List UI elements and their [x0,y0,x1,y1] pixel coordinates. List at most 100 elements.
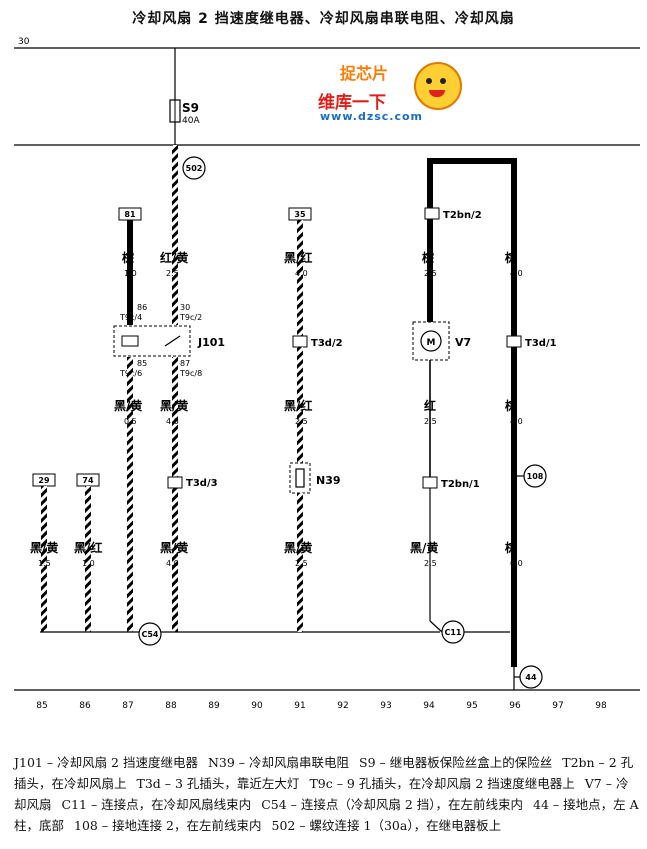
connector-t3d1: T3d/1 [525,338,557,349]
wire-col94-top-color: 棕 [421,250,434,265]
legend-entry: T3d – 3 孔插头，靠近左大灯 [136,776,300,791]
connector-t2bn1-icon [422,476,438,489]
wire-col96-mid-size: 4.0 [510,417,523,426]
scale-label: 87 [122,701,133,711]
wire-col87-color: 棕 [121,250,134,265]
scale-label: 92 [337,701,348,711]
wire-col88-color: 红/黄 [160,250,188,265]
wire-col91-mid-color: 黑/红 [284,398,312,413]
legend-entry: N39 – 冷却风扇串联电阻 [207,755,350,770]
legend-entry: S9 – 继电器板保险丝盒上的保险丝 [359,755,553,770]
pin-t9c8: T9c/8 [179,369,202,378]
relay-coil-icon [121,335,139,347]
connector-t3d2: T3d/2 [311,338,343,349]
watermark: 捉芯片 维库一下 www.dzsc.com [318,60,468,123]
relay-switch-icon [164,335,181,347]
scale-label: 89 [208,701,220,711]
scale-label: 93 [380,701,391,711]
resistor-n39-label: N39 [316,474,341,487]
wire-col96-top-color: 棕 [504,250,517,265]
legend-entry: T9c – 9 孔插头，在冷却风扇 2 挡速度继电器上 [309,776,575,791]
watermark-logo: 捉芯片 [340,64,389,83]
wire-col88-low-color: 黑/黄 [160,540,188,555]
wire-col94-top [427,219,433,322]
wire-col94-feed [427,158,433,208]
connector-t2bn2: T2bn/2 [443,210,482,221]
wire-29-size: 1.5 [38,559,51,568]
pin-t9c2: T9c/2 [179,313,202,322]
wire-col88-bottom [172,357,178,632]
box-35-label: 35 [294,210,306,219]
wire-col91-bottom [297,493,303,632]
wire-74-size: 1.0 [82,559,95,568]
wire-col88-bot-size: 4.0 [166,417,179,426]
wire-74-color: 黑/红 [74,540,102,555]
scale-label: 88 [165,701,177,711]
wire-col91-top-size: 4.0 [295,269,308,278]
node-44-label: 44 [525,673,537,682]
wire-col91-top [297,220,303,340]
wire-col87-size: 1.0 [124,269,137,278]
legend-entry: C54 – 连接点（冷却风扇 2 挡），在左前线束内 [261,797,524,812]
wire-col96-top [511,158,517,336]
watermark-url: www.dzsc.com [320,110,424,123]
wire-col94-bot-size: 2.5 [424,559,437,568]
wire-col94-mid-size: 2.5 [424,417,437,426]
scale-label: 95 [466,701,477,711]
legend-entry: C11 – 连接点，在冷却风扇线束内 [61,797,252,812]
wire-loop-top [427,158,517,164]
bus-30-label: 30 [18,37,30,47]
scale-label: 97 [552,701,563,711]
scale-label: 91 [294,701,305,711]
fuse-rating: 40A [182,116,200,126]
node-502-icon [182,156,206,180]
pin-t9c4: T9c/4 [119,313,142,322]
legend-entry: 502 – 螺纹连接 1（30a），在继电器板上 [271,818,502,833]
connector-t3d3: T3d/3 [186,478,218,489]
legend-entry: J101 – 冷却风扇 2 挡速度继电器 [14,755,198,770]
relay-j101-label: J101 [197,336,225,349]
scale-label: 90 [251,701,263,711]
pin-87: 87 [180,359,190,368]
node-502-label: 502 [186,164,203,173]
connector-t3d2-icon [292,335,308,348]
node-c54-icon [138,622,162,646]
wire-col87-bot-size: 0.5 [124,417,137,426]
connector-t3d1-icon [506,335,522,348]
node-c11-label: C11 [444,628,461,637]
wire-29-color: 黑/黄 [30,540,58,555]
node-108-label: 108 [527,472,544,481]
mascot-icon [414,62,462,110]
motor-label: M [427,338,436,348]
box-74-label: 74 [82,476,94,485]
wire-col96-mid-color: 棕 [504,398,517,413]
wire-col91-top-color: 黑/红 [284,250,312,265]
box-29-label: 29 [38,476,50,485]
scale-label: 86 [79,701,91,711]
wire-col88-size: 2.5 [166,269,179,278]
legend-entry: 108 – 接地连接 2，在左前线束内 [74,818,262,833]
wire-col88-bot-color: 黑/黄 [160,398,188,413]
legend-caption: J101 – 冷却风扇 2 挡速度继电器 N39 – 冷却风扇串联电阻 S9 – 继… [14,752,639,836]
fan-v7-label: V7 [455,336,471,349]
wire-col91-bot-size: 2.5 [295,559,308,568]
wire-col96-bot-size: 6.0 [510,559,523,568]
wire-col87-bot-color: 黑/黄 [114,398,142,413]
pin-86: 86 [137,303,147,312]
wire-col87-bottom [127,357,133,632]
wire-col91-bot-color: 黑/黄 [284,540,312,555]
wire-col96-top-size: 4.0 [510,269,523,278]
wire-col96-bottom [511,347,517,667]
fuse-name: S9 [182,101,199,115]
scale-label: 85 [36,701,47,711]
wire-col88-top [172,145,178,325]
scale-label: 96 [509,701,521,711]
wire-col94-mid-color: 红 [424,398,436,413]
wire-col94-top-size: 2.5 [424,269,437,278]
wire-col96-bot-color: 棕 [504,540,517,555]
pin-30: 30 [180,303,190,312]
scale-label: 98 [595,701,607,711]
legend-entry: 44 – 接地点，左 A 柱，底部 [14,797,639,833]
watermark-site: 维库一下 [318,93,386,113]
diagram-title: 冷却风扇 2 挡速度继电器、冷却风扇串联电阻、冷却风扇 [132,11,515,27]
